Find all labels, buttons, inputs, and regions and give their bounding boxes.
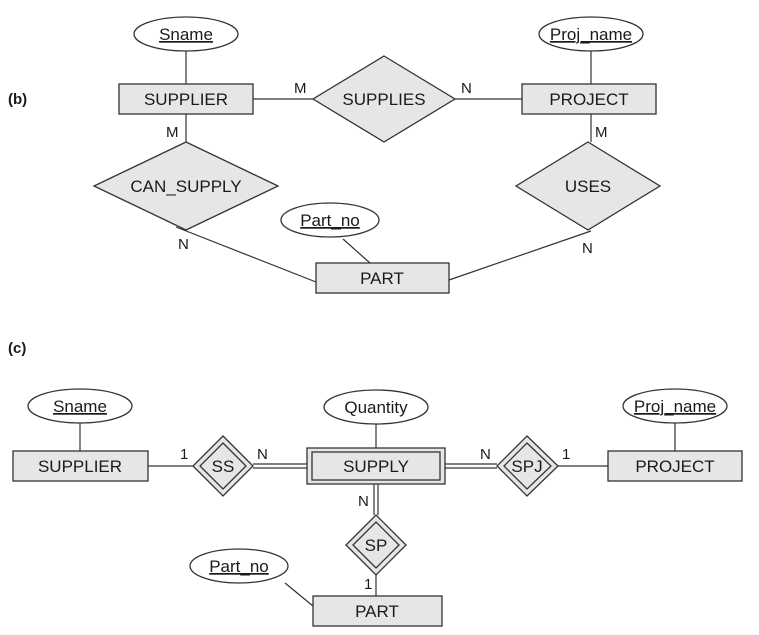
entity-project-c: PROJECT bbox=[607, 450, 743, 482]
relationship-supplies: SUPPLIES bbox=[311, 55, 457, 143]
relationship-ss: SS bbox=[192, 435, 254, 497]
edge-ss-supply-double bbox=[253, 463, 307, 469]
attribute-proj-name-c-label: Proj_name bbox=[634, 397, 716, 416]
cardinality-ss-supply: N bbox=[257, 446, 268, 463]
relationship-uses-label: USES bbox=[565, 177, 611, 196]
entity-part-c: PART bbox=[312, 595, 443, 627]
edge-uses-part bbox=[448, 230, 592, 281]
edge-can-supply-part bbox=[175, 226, 317, 283]
relationship-spj: SPJ bbox=[496, 435, 559, 497]
entity-project-c-label: PROJECT bbox=[635, 457, 714, 476]
attribute-sname-b-label: Sname bbox=[159, 25, 213, 44]
relationship-can-supply: CAN_SUPPLY bbox=[92, 141, 280, 231]
relationship-ss-label: SS bbox=[212, 457, 235, 476]
cardinality-can-supply-part: N bbox=[178, 236, 189, 253]
attribute-part-no-b-label: Part_no bbox=[300, 211, 360, 230]
diagram-c: Sname Quantity Proj_name Part_no SUPPLIE… bbox=[12, 388, 743, 627]
cardinality-sp-part: 1 bbox=[364, 576, 372, 593]
entity-part-b-label: PART bbox=[360, 269, 404, 288]
cardinality-supplier-ss: 1 bbox=[180, 446, 188, 463]
relationship-uses: USES bbox=[514, 141, 662, 231]
attribute-part-no-c: Part_no bbox=[189, 548, 289, 584]
cardinality-supply-sp: N bbox=[358, 493, 369, 510]
panel-label-c: (c) bbox=[8, 340, 26, 357]
entity-project-b: PROJECT bbox=[521, 83, 657, 115]
cardinality-uses-part: N bbox=[582, 240, 593, 257]
entity-supply-label: SUPPLY bbox=[343, 457, 409, 476]
entity-part-b: PART bbox=[315, 262, 450, 294]
attribute-proj-name-b-label: Proj_name bbox=[550, 25, 632, 44]
entity-supplier-b: SUPPLIER bbox=[118, 83, 254, 115]
cardinality-supply-spj: N bbox=[480, 446, 491, 463]
entity-supply-weak: SUPPLY bbox=[306, 447, 446, 485]
relationship-supplies-label: SUPPLIES bbox=[342, 90, 425, 109]
edge-supply-spj-double bbox=[445, 463, 497, 469]
entity-supplier-c: SUPPLIER bbox=[12, 450, 149, 482]
attribute-sname-c: Sname bbox=[27, 388, 133, 424]
attribute-sname-b: Sname bbox=[133, 16, 239, 52]
entity-supplier-b-label: SUPPLIER bbox=[144, 90, 228, 109]
attribute-sname-c-label: Sname bbox=[53, 397, 107, 416]
attribute-part-no-b: Part_no bbox=[280, 202, 380, 238]
relationship-spj-label: SPJ bbox=[511, 457, 542, 476]
entity-project-b-label: PROJECT bbox=[549, 90, 628, 109]
cardinality-supplier-supplies: M bbox=[294, 80, 307, 97]
entity-part-c-label: PART bbox=[355, 602, 399, 621]
entity-supplier-c-label: SUPPLIER bbox=[38, 457, 122, 476]
edge-supply-sp-double bbox=[373, 484, 379, 515]
cardinality-project-uses: M bbox=[595, 124, 608, 141]
relationship-sp-label: SP bbox=[365, 536, 388, 555]
cardinality-supplier-can-supply: M bbox=[166, 124, 179, 141]
attribute-proj-name-b: Proj_name bbox=[538, 16, 644, 52]
cardinality-spj-project: 1 bbox=[562, 446, 570, 463]
panel-label-b: (b) bbox=[8, 91, 27, 108]
relationship-can-supply-label: CAN_SUPPLY bbox=[130, 177, 241, 196]
relationship-sp: SP bbox=[345, 514, 407, 576]
attribute-part-no-c-label: Part_no bbox=[209, 557, 269, 576]
cardinality-supplies-project: N bbox=[461, 80, 472, 97]
attribute-proj-name-c: Proj_name bbox=[622, 388, 728, 424]
diagram-b: Sname Proj_name Part_no SUPPLIER PROJECT… bbox=[92, 16, 662, 294]
attribute-quantity: Quantity bbox=[323, 389, 429, 425]
attribute-quantity-label: Quantity bbox=[344, 398, 408, 417]
edge-partno-part bbox=[342, 238, 371, 264]
edge-partno-part-c bbox=[284, 582, 314, 607]
